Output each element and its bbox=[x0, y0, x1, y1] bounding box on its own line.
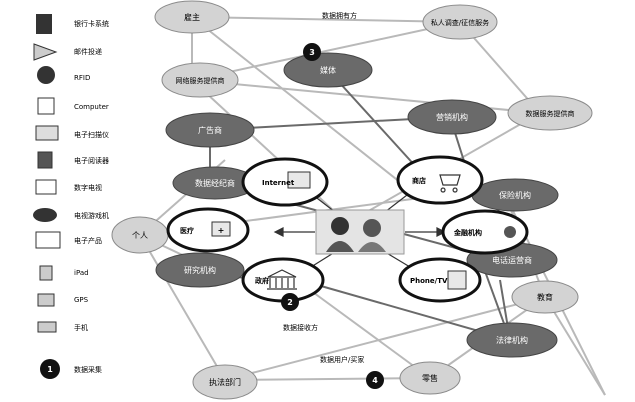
gamepad-icon bbox=[33, 208, 57, 222]
badge-2-label: 数据接收方 bbox=[283, 323, 318, 332]
hub-medical: 医疗 + bbox=[166, 207, 250, 253]
hub-finance-label: 金融机构 bbox=[453, 228, 482, 237]
hub-gov-label: 政府 bbox=[255, 276, 269, 285]
hub-internet: Internet bbox=[241, 157, 329, 207]
laptop-icon bbox=[35, 231, 61, 249]
telephone-icon bbox=[447, 270, 467, 290]
cross-icon: + bbox=[218, 226, 225, 235]
coin-icon bbox=[504, 226, 516, 238]
node-ad-label: 广告商 bbox=[198, 125, 222, 135]
legend-label-mail: 邮件投递 bbox=[74, 47, 102, 56]
center-label: 个人用户 bbox=[346, 211, 374, 220]
node-top2-label: 私人调查/征信服务 bbox=[431, 18, 489, 27]
legend-label-laptop: 电子产品 bbox=[74, 236, 102, 245]
hub-phone: Phone/TV bbox=[398, 257, 482, 303]
node-top1: 雇主 bbox=[154, 0, 230, 34]
node-market: 营销机构 bbox=[407, 99, 497, 135]
node-research: 研究机构 bbox=[155, 252, 245, 288]
node-edu: 教育 bbox=[511, 280, 579, 314]
legend-label-gps: GPS bbox=[74, 296, 89, 304]
node-data-broker-label: 数据经纪商 bbox=[195, 178, 235, 188]
badge-4-number: 4 bbox=[372, 376, 378, 385]
legend-label-computer: Computer bbox=[74, 103, 109, 111]
legend-label-ipad: iPad bbox=[74, 269, 89, 277]
hub-finance: 金融机构 bbox=[441, 209, 529, 255]
node-retail: 零售 bbox=[399, 361, 461, 395]
node-law-label: 法律机构 bbox=[496, 335, 528, 345]
rfid-icon bbox=[37, 66, 55, 84]
badge-4: 4 数据用户/买家 bbox=[320, 355, 384, 389]
node-retail-label: 零售 bbox=[422, 373, 438, 383]
hub-gov: 政府 bbox=[241, 257, 325, 303]
gps-icon bbox=[37, 293, 55, 307]
medical-kit-icon bbox=[211, 221, 231, 237]
badge-3-number: 3 bbox=[309, 48, 315, 57]
mail-icon bbox=[33, 43, 58, 61]
badge-3: 3 数据拥有方 bbox=[303, 11, 357, 61]
node-research-label: 研究机构 bbox=[184, 265, 216, 275]
node-data-service-label: 数据服务提供商 bbox=[526, 109, 575, 118]
node-edu-label: 教育 bbox=[537, 292, 553, 302]
ipad-icon bbox=[39, 265, 53, 281]
node-phone-op-label: 电话运营商 bbox=[492, 255, 532, 265]
hub-store-label: 商店 bbox=[412, 176, 426, 185]
legend-label-gamepad: 电视游戏机 bbox=[74, 211, 109, 220]
legend-badge-1 bbox=[40, 359, 60, 379]
legend-title: 数据采集 bbox=[74, 365, 102, 374]
node-individual-label: 个人 bbox=[132, 231, 148, 240]
badge-2-number: 2 bbox=[287, 298, 293, 307]
person-icon bbox=[331, 217, 349, 235]
node-media: 媒体 bbox=[283, 52, 373, 88]
node-net-service: 网络服务提供商 bbox=[161, 62, 239, 98]
node-net-service-label: 网络服务提供商 bbox=[176, 76, 225, 85]
cards-icon bbox=[36, 14, 52, 34]
node-law2-label: 执法部门 bbox=[209, 377, 241, 387]
node-individual: 个人 bbox=[111, 216, 169, 254]
node-top2: 私人调查/征信服务 bbox=[422, 4, 498, 40]
monitor-icon bbox=[35, 179, 57, 195]
reader-icon bbox=[37, 151, 53, 169]
person-icon-2 bbox=[363, 219, 381, 237]
computer-icon bbox=[287, 171, 311, 189]
legend-label-printer: 电子扫描仪 bbox=[74, 130, 109, 139]
hub-internet-label: Internet bbox=[262, 179, 295, 187]
badge-3-label: 数据拥有方 bbox=[322, 11, 357, 20]
node-data-service: 数据服务提供商 bbox=[507, 95, 593, 131]
legend-label-phone: 手机 bbox=[74, 323, 88, 332]
phone-icon bbox=[37, 321, 57, 333]
legend-label-tv: 数字电视 bbox=[74, 183, 102, 192]
cart-icon bbox=[439, 174, 461, 193]
badge-4-label: 数据用户/买家 bbox=[320, 355, 364, 364]
badge-2: 2 数据接收方 bbox=[281, 293, 318, 332]
node-top1-label: 雇主 bbox=[184, 12, 200, 22]
computer-icon bbox=[37, 97, 55, 115]
legend-label-cards: 银行卡系统 bbox=[74, 19, 109, 28]
hub-medical-label: 医疗 bbox=[180, 226, 194, 235]
node-ins-label: 保险机构 bbox=[499, 190, 531, 200]
center-user-box: 个人用户 bbox=[315, 209, 405, 255]
printer-icon bbox=[35, 125, 59, 141]
legend-label-rfid: RFID bbox=[74, 74, 90, 82]
government-building-icon bbox=[267, 269, 297, 290]
node-ad: 广告商 bbox=[165, 112, 255, 148]
node-media-label: 媒体 bbox=[320, 65, 336, 75]
legend: 1 数据采集 手机 GPS iPad 电子产品 电视游戏机 数字电视 电子阅读器… bbox=[33, 14, 109, 379]
hub-phone-label: Phone/TV bbox=[410, 277, 448, 285]
hub-store: 商店 bbox=[396, 155, 484, 205]
node-law: 法律机构 bbox=[466, 322, 558, 358]
legend-label-reader: 电子阅读器 bbox=[74, 156, 109, 165]
node-market-label: 营销机构 bbox=[436, 112, 468, 122]
node-ins: 保险机构 bbox=[471, 178, 559, 212]
node-law2: 执法部门 bbox=[192, 364, 258, 400]
legend-badge-1-number: 1 bbox=[47, 365, 53, 374]
